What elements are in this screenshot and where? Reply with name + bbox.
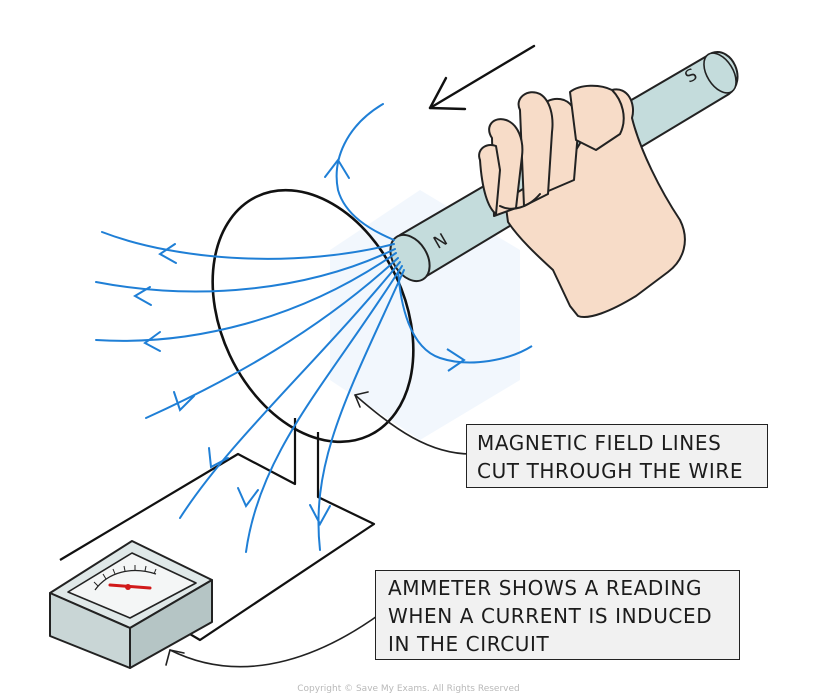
copyright-notice: Copyright © Save My Exams. All Rights Re… <box>0 684 817 694</box>
field-arrowhead <box>238 488 258 506</box>
field-arrowhead <box>160 244 176 263</box>
field-arrowhead <box>145 332 160 351</box>
ammeter-callout: AMMETER SHOWS A READING WHEN A CURRENT I… <box>375 570 740 660</box>
callout-line: WHEN A CURRENT IS INDUCED <box>388 602 731 630</box>
callout-line: IN THE CIRCUIT <box>388 630 731 658</box>
ammeter <box>50 541 212 668</box>
callout-line: CUT THROUGH THE WIRE <box>477 457 759 485</box>
callout-line: MAGNETIC FIELD LINES <box>477 429 759 457</box>
field-lines-callout: MAGNETIC FIELD LINES CUT THROUGH THE WIR… <box>466 424 768 488</box>
callout-line: AMMETER SHOWS A READING <box>388 574 731 602</box>
arrow-down-left-icon <box>430 46 534 109</box>
